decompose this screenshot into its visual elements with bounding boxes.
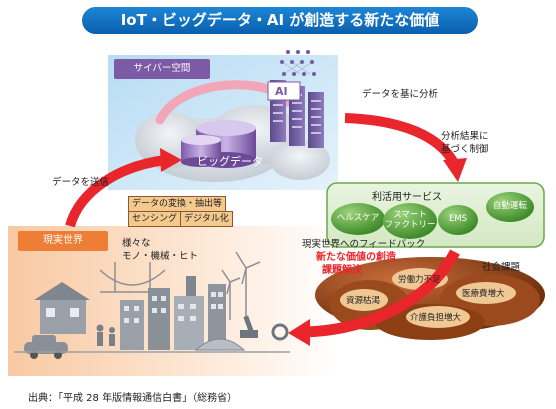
issue-care-burden: 介護負担増大: [410, 313, 462, 323]
control-arrow: [344, 113, 467, 182]
service-bubble: [331, 203, 385, 235]
send-data-arrow: [65, 148, 182, 228]
service-item-smart-factory: スマート ファクトリー: [384, 210, 436, 230]
control-label-line1: 分析結果に: [441, 131, 489, 142]
issue-medical-costs: 医療費増大: [462, 289, 505, 299]
value-creation-label: 新たな価値の創造: [316, 252, 396, 263]
services-title: 利活用サービス: [372, 192, 442, 203]
service-bubble: [438, 205, 478, 235]
issue-labor-shortage: 労働力不足: [398, 275, 441, 285]
analysis-label: データを基に分析: [362, 89, 439, 100]
issue-bubble: [456, 282, 516, 304]
issue-resource-depletion: 資源枯渇: [346, 296, 381, 306]
service-bubble: [486, 192, 534, 222]
server-rack-icon: [267, 80, 324, 148]
city-skyline-icon: [14, 251, 290, 359]
digitization-tag: デジタル化: [180, 211, 233, 227]
service-item-healthcare: ヘルスケア: [336, 213, 380, 224]
service-item-ems: EMS: [448, 214, 468, 225]
things-label-line1: 様々な: [122, 238, 151, 249]
database-icon: [181, 120, 256, 168]
control-label-line2: 基づく制御: [441, 144, 489, 155]
ai-label: AI: [275, 85, 288, 98]
cyber-space-label: サイバー空間: [114, 59, 210, 79]
send-data-label: データを送信: [52, 177, 110, 188]
service-bubble: [383, 203, 437, 239]
neural-network-icon: [279, 49, 317, 77]
feedback-label: 現実世界へのフィードバック: [302, 239, 426, 250]
source-citation: 出典：「平成 28 年版情報通信白書」（総務省）: [28, 393, 238, 404]
sensing-tag: センシング: [128, 211, 182, 227]
problem-solving-label: 課題解決: [322, 265, 362, 276]
bigdata-label: ビッグデータ: [197, 155, 263, 168]
page-title: IoT・ビッグデータ・AI が創造する新たな価値: [82, 7, 478, 34]
things-label-line2: モノ・機械・ヒト: [122, 251, 199, 262]
feedback-arrow: [288, 249, 460, 346]
service-item-autonomous-driving: 自動運転: [492, 201, 527, 212]
real-world-label: 現実世界: [18, 231, 108, 251]
social-issues-title: 社会課題: [482, 262, 521, 273]
conversion-tag: データの変換・抽出等: [128, 196, 227, 212]
issue-bubble: [406, 306, 470, 328]
issue-bubble: [340, 289, 388, 311]
